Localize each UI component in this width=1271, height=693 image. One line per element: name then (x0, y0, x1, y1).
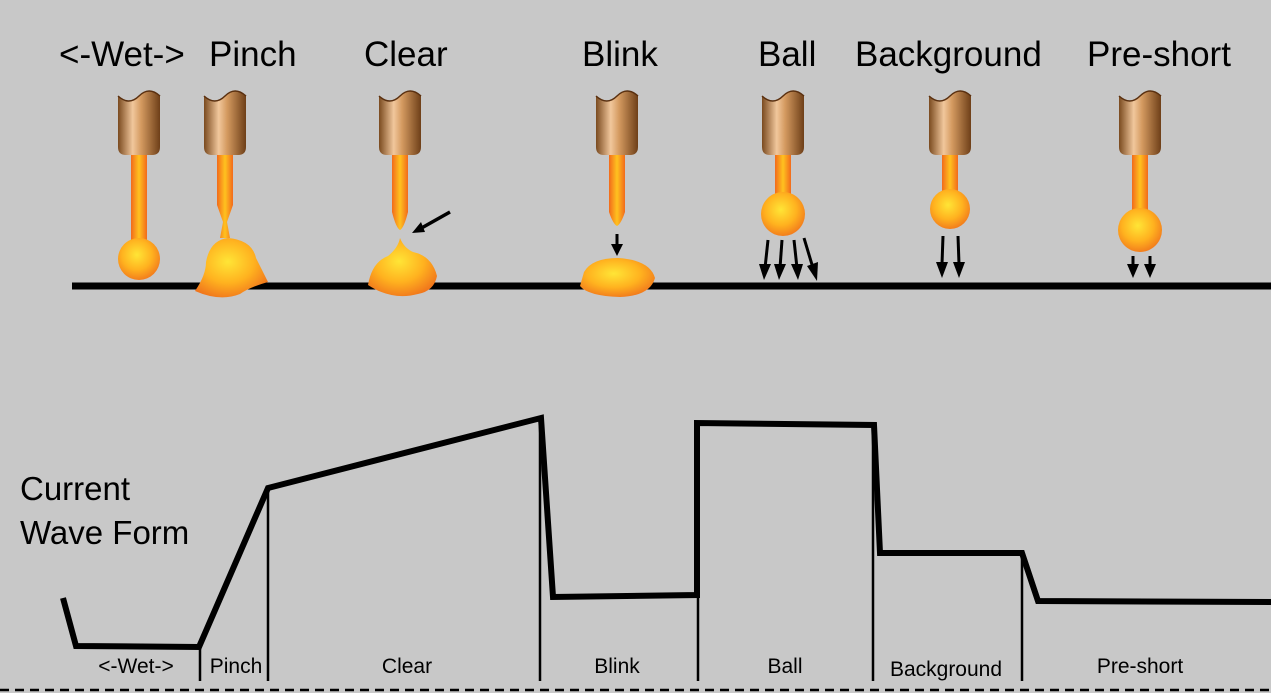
top-label-background: Background (855, 35, 1042, 74)
wire (775, 150, 791, 202)
bottom-label-pinch: Pinch (210, 655, 263, 678)
top-label-clear: Clear (364, 35, 448, 74)
stage-clear-illustration (368, 90, 451, 297)
stage-wet-illustration (117, 90, 161, 280)
bottom-label-blink: Blink (594, 655, 640, 678)
arrow-icon (417, 210, 451, 232)
nozzle (1118, 90, 1162, 156)
top-label-wet: <-Wet-> (59, 35, 185, 74)
wire (609, 150, 625, 226)
wire (942, 150, 958, 198)
droplet (930, 189, 970, 229)
top-label-ball: Ball (758, 35, 816, 74)
stage-pinch-illustration (195, 90, 268, 298)
bottom-labels: <-Wet-> Pinch Clear Blink Ball Backgroun… (98, 655, 1183, 681)
bottom-label-clear: Clear (382, 655, 432, 678)
droplet (118, 238, 160, 280)
stage-background-illustration (928, 90, 972, 278)
side-label-line2: Wave Form (20, 514, 189, 551)
bottom-label-pre-short: Pre-short (1097, 655, 1184, 678)
molten-pool (195, 238, 268, 298)
current-waveform-line (60, 414, 1271, 651)
bottom-label-background: Background (890, 658, 1002, 681)
nozzle (761, 90, 805, 156)
droplet (761, 192, 805, 236)
nozzle (378, 90, 422, 156)
droplet (1118, 208, 1162, 252)
nozzle (203, 90, 247, 156)
top-label-blink: Blink (582, 35, 658, 74)
nozzle (928, 90, 972, 156)
stage-ball-illustration (759, 90, 818, 281)
top-labels: <-Wet-> Pinch Clear Blink Ball Backgroun… (59, 35, 1231, 74)
nozzle (595, 90, 639, 156)
side-label-line1: Current (20, 470, 130, 507)
force-arrows-icon (763, 237, 815, 269)
wire (131, 150, 147, 244)
arrowheads-icon (1127, 264, 1156, 278)
arrowhead-icon (412, 222, 425, 233)
nozzle (117, 90, 161, 156)
phase-dividers (198, 418, 1024, 681)
top-label-pre-short: Pre-short (1087, 35, 1231, 74)
arrowheads-icon (759, 262, 818, 281)
arrowhead-icon (611, 244, 623, 256)
molten-pool (368, 238, 437, 297)
stage-blink-illustration (580, 90, 655, 297)
wire (217, 150, 233, 238)
molten-pool (580, 258, 655, 297)
current-wave-form-label: Current Wave Form (20, 470, 189, 551)
wire (1132, 150, 1148, 212)
arrowheads-icon (936, 262, 965, 278)
bottom-label-wet: <-Wet-> (98, 655, 173, 678)
bottom-label-ball: Ball (767, 655, 802, 678)
stage-pre-short-illustration (1118, 90, 1162, 278)
wire (392, 150, 408, 230)
top-label-pinch: Pinch (209, 35, 297, 74)
force-arrows-icon (940, 235, 961, 265)
